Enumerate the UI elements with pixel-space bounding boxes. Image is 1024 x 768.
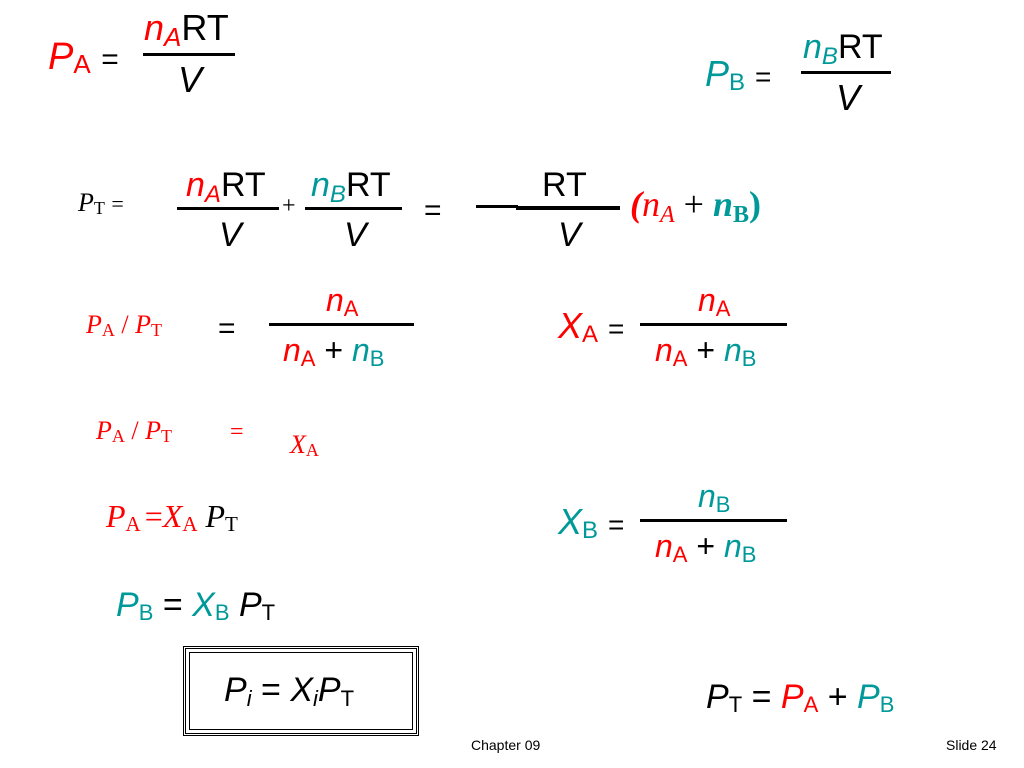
pt-fraction3-numerator: RT <box>542 166 587 204</box>
pa-fraction-bar <box>143 53 235 56</box>
pa-equals: = <box>101 43 119 76</box>
pb-equals: = <box>755 61 772 92</box>
pb-fraction-bar <box>801 71 891 74</box>
ratio-fraction-bar <box>269 323 414 326</box>
xa-symbol: X <box>558 305 583 346</box>
pt-fraction3-bar-left <box>476 205 518 208</box>
pb-denominator: V <box>836 77 861 118</box>
pt-fraction3-bar <box>516 206 620 210</box>
pt-symbol: P <box>78 188 94 217</box>
xb-numerator: nB <box>698 478 731 517</box>
ratio2-xa: XA <box>290 430 319 460</box>
ratio-equals: = <box>218 312 236 345</box>
equation-pb-partial: PB = XB PT <box>116 586 276 625</box>
pa-numerator: nART <box>144 7 229 52</box>
xb-denominator: nA + nB <box>655 528 757 567</box>
pa-subscript: A <box>73 49 91 79</box>
pb-subscript: B <box>729 69 746 96</box>
boxed-general-equation: Pi = XiPT <box>183 646 419 736</box>
ratio2-equals: = <box>230 419 244 445</box>
pa-symbol: P <box>48 36 74 78</box>
pb-symbol: P <box>705 53 730 94</box>
xb-symbol: X <box>558 501 583 542</box>
pt-fraction1-denominator: V <box>219 216 242 254</box>
boxed-inner-border <box>189 652 413 730</box>
pt-fraction3-denominator: V <box>558 216 581 254</box>
footer-chapter: Chapter 09 <box>471 737 541 753</box>
pt-fraction2-denominator: V <box>344 216 367 254</box>
xa-equals: = <box>608 313 625 344</box>
pt-fraction1-bar <box>177 207 279 210</box>
pt-fraction2-numerator: nBRT <box>311 166 391 208</box>
ratio-denominator: nA + nB <box>283 332 385 371</box>
equation-dalton-sum: PT = PA + PB <box>706 678 895 717</box>
ratio-numerator: nA <box>326 282 359 321</box>
equation-pa-partial: PA =XA PT <box>106 498 238 536</box>
xb-fraction-bar <box>640 519 787 522</box>
pb-numerator: nBRT <box>803 28 883 70</box>
xa-numerator: nA <box>698 282 731 321</box>
pt-equals: = <box>111 191 124 216</box>
pt-equals-2: = <box>424 194 442 227</box>
boxed-equation-text: Pi = XiPT <box>224 671 355 711</box>
xa-denominator: nA + nB <box>655 332 757 371</box>
xb-equals: = <box>608 509 625 540</box>
footer-slide-number: Slide 24 <box>946 737 997 753</box>
pt-plus: + <box>282 193 296 219</box>
pa-denominator: V <box>178 59 203 100</box>
xa-fraction-bar <box>640 323 787 326</box>
pt-fraction1-numerator: nART <box>186 166 266 208</box>
pt-moles-sum: (nA + nB) <box>630 184 762 228</box>
pt-fraction2-bar <box>305 207 402 210</box>
pt-subscript: T <box>93 198 105 218</box>
